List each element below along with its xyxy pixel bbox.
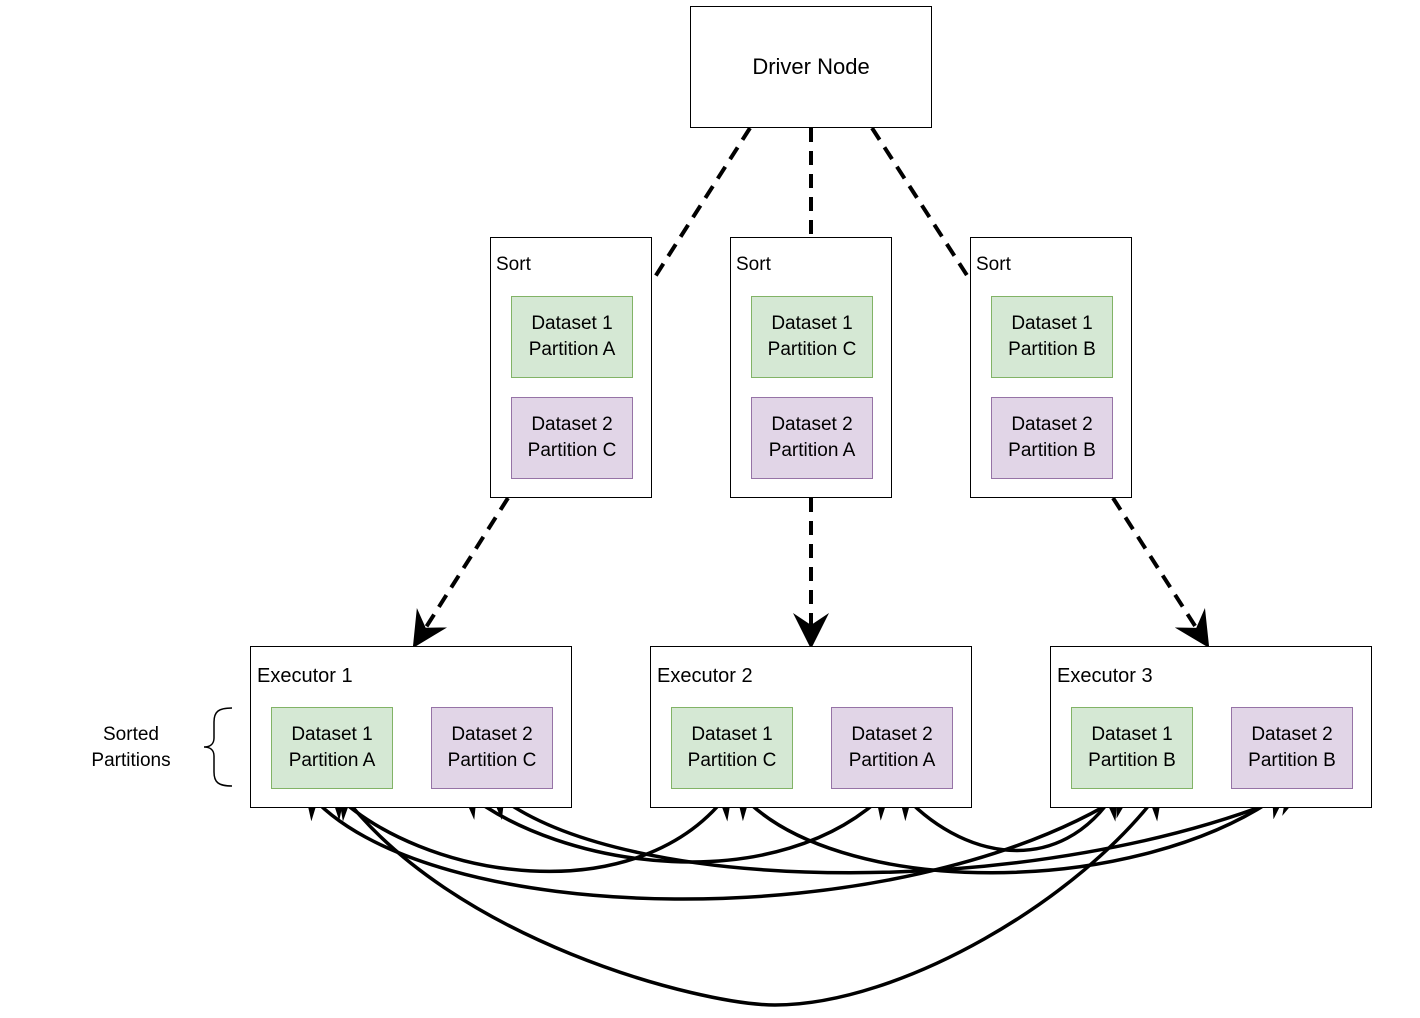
driver-node: Driver Node [690,6,932,128]
partition-box: Dataset 2 Partition B [991,397,1113,479]
partition-box: Dataset 2 Partition A [751,397,873,479]
partition-line1: Dataset 1 [771,313,853,334]
partition-line2: Partition A [848,750,936,771]
partition-line2: Partition C [687,750,777,771]
executor-label: Executor 1 [257,665,353,687]
partition-line1: Dataset 2 [771,414,853,435]
partition-box: Dataset 1 Partition A [511,296,633,378]
partition-line1: Dataset 2 [1251,724,1333,745]
partition-box: Dataset 1 Partition B [991,296,1113,378]
brace-icon [203,707,233,787]
sort-group-1: Sort Dataset 1 Partition A Dataset 2 Parti… [490,237,652,498]
executor-label: Executor 2 [657,665,753,687]
sort-group-label: Sort [736,254,771,275]
partition-box: Dataset 2 Partition A [831,707,953,789]
shuffle-edge-e1d2-e3d2 [487,787,1305,875]
shuffle-edge-e1d1-e2d1 [328,786,734,874]
sort-group-2: Sort Dataset 1 Partition C Dataset 2 Parti… [730,237,892,498]
annotation-line1: Sorted [103,724,159,745]
partition-box: Dataset 2 Partition C [431,707,553,789]
partition-line1: Dataset 2 [1011,414,1093,435]
partition-line2: Partition A [768,440,856,461]
partition-line1: Dataset 2 [451,724,533,745]
partition-line2: Partition A [288,750,376,771]
sort-group-label: Sort [496,254,531,275]
partition-line1: Dataset 1 [1091,724,1173,745]
partition-box: Dataset 2 Partition C [511,397,633,479]
partition-line2: Partition B [1248,750,1336,771]
partition-box: Dataset 2 Partition B [1231,707,1353,789]
shuffle-edge-e1d1-e3d1 [303,786,1135,901]
partition-box: Dataset 1 Partition C [671,707,793,789]
partition-line2: Partition B [1088,750,1176,771]
partition-line1: Dataset 1 [691,724,773,745]
partition-line1: Dataset 1 [1011,313,1093,334]
partition-line1: Dataset 2 [531,414,613,435]
partition-line2: Partition C [447,750,537,771]
partition-box: Dataset 1 Partition A [271,707,393,789]
sort-group-label: Sort [976,254,1011,275]
partition-line2: Partition B [1008,339,1096,360]
edge-sort-1-executor-1 [412,496,510,649]
edge-sort-3-executor-3 [1111,496,1210,649]
driver-node-label: Driver Node [752,54,870,79]
partition-box: Dataset 1 Partition C [751,296,873,378]
shuffle-edge-e1d1-e3d1-long [336,786,1164,1007]
partition-line1: Dataset 2 [851,724,933,745]
edge-driver-sort-3 [870,126,972,282]
executor-3: Executor 3 Dataset 1 Partition B Dataset … [1050,646,1372,808]
partition-line1: Dataset 1 [531,313,613,334]
executor-label: Executor 3 [1057,665,1153,687]
executor-1: Executor 1 Dataset 1 Partition A Dataset … [250,646,572,808]
partition-line2: Partition B [1008,440,1096,461]
sort-group-3: Sort Dataset 1 Partition B Dataset 2 Parti… [970,237,1132,498]
partition-line1: Dataset 1 [291,724,373,745]
partition-line2: Partition C [767,339,857,360]
shuffle-edge-e2d1-e3d2 [734,786,1290,875]
edge-driver-sort-1 [651,126,752,282]
sorted-partitions-annotation: Sorted Partitions [70,722,192,774]
executor-2: Executor 2 Dataset 1 Partition C Dataset … [650,646,972,808]
annotation-line2: Partitions [91,750,171,771]
partition-line2: Partition A [528,339,616,360]
partition-box: Dataset 1 Partition B [1071,707,1193,789]
partition-line2: Partition C [527,440,617,461]
